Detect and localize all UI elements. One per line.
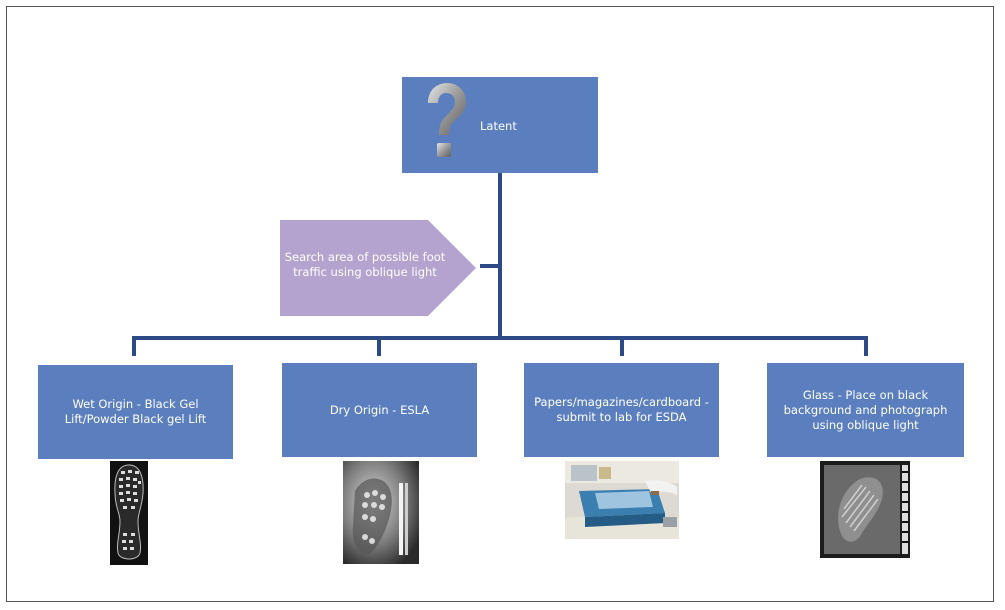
glass-shoeprint-photo-image — [820, 461, 910, 558]
connector-root-down — [498, 173, 502, 338]
connector-child-3 — [620, 338, 624, 356]
connector-child-2 — [377, 338, 381, 356]
search-callout: Search area of possible foot traffic usi… — [280, 220, 476, 316]
connector-child-4 — [864, 338, 868, 356]
latent-label: Latent — [480, 119, 517, 133]
connector-child-1 — [132, 338, 136, 356]
child-node-papers: Papers/magazines/cardboard - submit to l… — [524, 363, 719, 457]
child-label: Glass - Place on black background and ph… — [783, 387, 948, 432]
child-node-glass: Glass - Place on black background and ph… — [767, 363, 964, 457]
black-gel-lift-shoeprint-image — [110, 461, 148, 565]
child-label: Wet Origin - Black Gel Lift/Powder Black… — [64, 397, 207, 426]
child-node-wet-origin: Wet Origin - Black Gel Lift/Powder Black… — [38, 365, 233, 459]
connector-horizontal-bar — [132, 336, 868, 340]
child-node-dry-origin: Dry Origin - ESLA — [282, 363, 477, 457]
esla-lift-photo-image — [343, 461, 419, 564]
callout-shape — [280, 220, 476, 316]
child-label: Papers/magazines/cardboard - submit to l… — [534, 395, 709, 424]
connector-callout — [480, 264, 500, 268]
latent-node: Latent — [402, 77, 598, 173]
esda-machine-photo-image — [565, 461, 679, 539]
question-mark-icon — [428, 83, 466, 157]
child-label: Dry Origin - ESLA — [329, 402, 430, 417]
callout-text: Search area of possible foot traffic usi… — [284, 250, 446, 279]
